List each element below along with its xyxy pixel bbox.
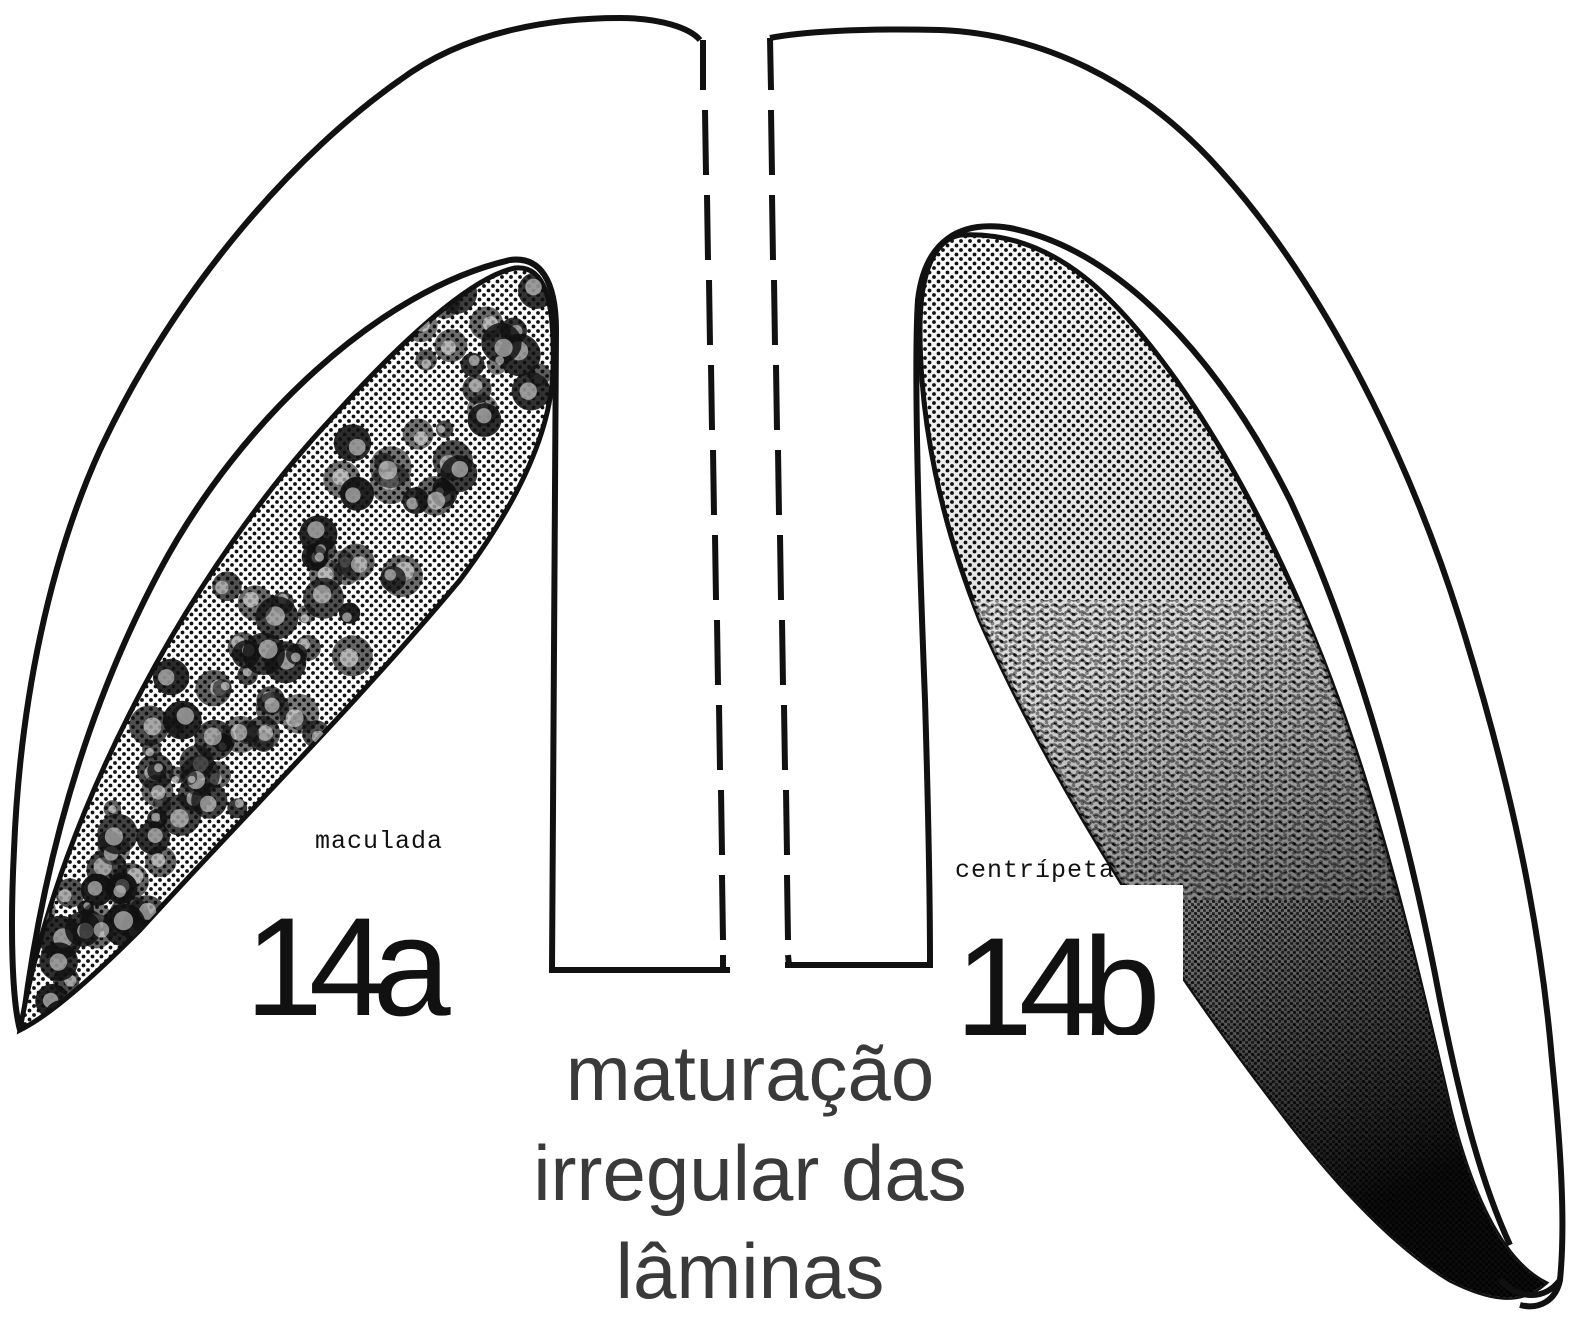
gill-blotch-highlight	[177, 707, 194, 724]
gill-blotch-highlight	[315, 553, 324, 562]
gill-blotch-highlight	[114, 911, 133, 930]
gill-blotch-highlight	[476, 408, 491, 423]
gill-blotch	[181, 769, 197, 785]
gill-blotch-highlight	[235, 799, 244, 808]
gill-blotch-highlight	[88, 881, 103, 896]
caption-line-2: irregular das	[533, 1129, 967, 1217]
gill-blotch-highlight	[50, 953, 67, 970]
gill-blotch-highlight	[291, 653, 301, 663]
right-stem-dashed-line	[770, 38, 789, 965]
gill-blotch	[542, 233, 578, 269]
gill-blotch-highlight	[0, 1011, 1, 1031]
gill-blotch-highlight	[384, 569, 396, 581]
gill-blotch-highlight	[221, 682, 230, 691]
gill-blotch-highlight	[441, 340, 456, 355]
left-stem-dashed-line	[703, 40, 723, 970]
gill-blotch-highlight	[427, 492, 445, 510]
gill-blotch-highlight	[148, 828, 163, 843]
left-panel-label: maculada	[315, 827, 443, 856]
gill-blotch-highlight	[204, 727, 222, 745]
gill-blotch-highlight	[437, 425, 445, 433]
gill-blotch-highlight	[105, 827, 123, 845]
gill-blotch-highlight	[114, 885, 126, 897]
gill-blotch	[44, 1000, 79, 1035]
gill-blotch-highlight	[94, 922, 110, 938]
gill-blotch-highlight	[257, 725, 273, 741]
gill-blotch-highlight	[495, 339, 513, 357]
gill-blotch-highlight	[1, 1024, 10, 1033]
gill-blotch-highlight	[495, 356, 504, 365]
gill-blotch-highlight	[158, 669, 174, 685]
gill-blotch-highlight	[378, 461, 397, 480]
gill-blotch	[120, 969, 159, 1008]
gill-blotch-highlight	[340, 649, 358, 667]
gill-blotch-highlight	[151, 853, 165, 867]
gill-blotch-highlight	[265, 698, 280, 713]
gill-blotch-highlight	[52, 1014, 68, 1030]
gill-blotch-highlight	[414, 431, 428, 445]
gill-blotch-highlight	[469, 379, 482, 392]
gill-blotch-highlight	[117, 1032, 126, 1041]
left-figure-number: 14a	[245, 888, 451, 1045]
gill-blotch-highlight	[134, 979, 152, 997]
gill-blotch-highlight	[307, 521, 324, 538]
gill-blotch-highlight	[313, 585, 331, 603]
gill-blotch-highlight	[154, 763, 163, 772]
gill-blotch-highlight	[286, 709, 304, 727]
gill-blotch-highlight	[452, 461, 469, 478]
gill-blotch-highlight	[108, 805, 116, 813]
gill-blotch-highlight	[28, 1035, 39, 1046]
gill-blotch-highlight	[172, 776, 180, 784]
gill-blotch-highlight	[345, 487, 360, 502]
caption-line-1: maturação	[566, 1029, 935, 1117]
gill-blotch-highlight	[301, 614, 309, 622]
gill-blotch-highlight	[144, 717, 162, 735]
gill-blotch-highlight	[65, 830, 72, 837]
gill-blotch-highlight	[170, 809, 189, 828]
gill-blotch-highlight	[520, 383, 537, 400]
gill-blotch-highlight	[342, 612, 352, 622]
gill-blotch-highlight	[215, 581, 228, 594]
gill-blotch	[22, 1029, 47, 1054]
gill-blotch-highlight	[58, 889, 71, 902]
gill-blotch	[0, 1015, 16, 1034]
gill-blotch-highlight	[145, 748, 153, 756]
gill-blotch-highlight	[99, 994, 107, 1002]
gill-blotch-highlight	[259, 640, 278, 659]
gill-blotch-highlight	[200, 796, 216, 812]
gill-blotch-highlight	[349, 439, 366, 456]
gill-blotch-highlight	[151, 785, 165, 799]
gill-blotch	[107, 1030, 126, 1049]
gill-blotch-highlight	[243, 592, 259, 608]
gill-blotch-highlight	[188, 776, 195, 783]
gill-blotch-highlight	[548, 247, 564, 263]
gill-blotch-highlight	[231, 724, 248, 741]
gill-blotch-highlight	[351, 556, 368, 573]
caption-line-3: lâminas	[616, 1227, 885, 1315]
gill-blotch	[97, 988, 114, 1005]
gill-blotch-highlight	[525, 279, 542, 296]
gill-blotch-highlight	[422, 359, 432, 369]
gill-blotch-highlight	[469, 355, 480, 366]
gill-blotch-highlight	[151, 813, 160, 822]
right-panel-label: centrípeta	[955, 856, 1115, 885]
